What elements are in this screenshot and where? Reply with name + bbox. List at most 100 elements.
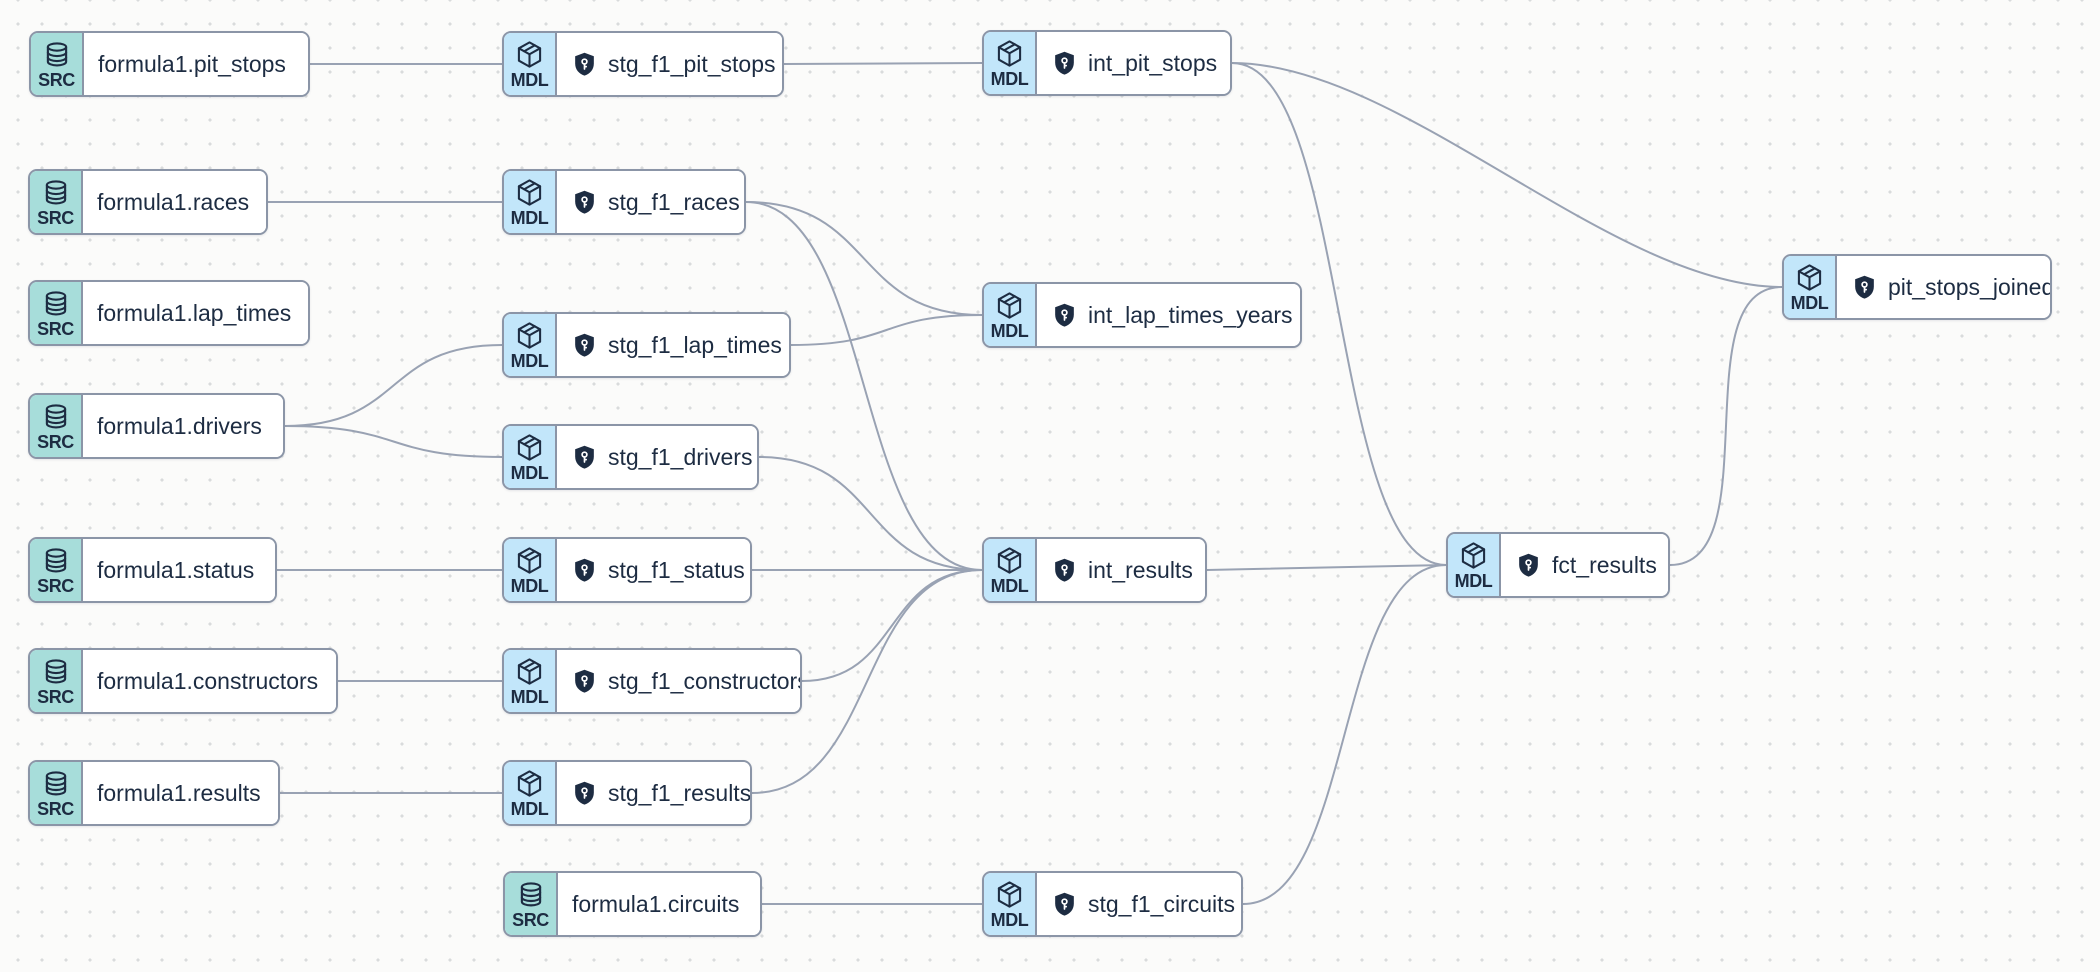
node-src_status[interactable]: SRC formula1.status xyxy=(28,537,277,603)
node-label: stg_f1_races xyxy=(608,188,740,215)
node-body: formula1.status xyxy=(83,539,275,601)
badge-label: MDL xyxy=(510,351,549,371)
badge-label: MDL xyxy=(990,910,1029,930)
node-label: formula1.status xyxy=(97,556,255,583)
badge-label: SRC xyxy=(37,575,74,596)
node-label: stg_f1_circuits xyxy=(1088,890,1236,917)
badge-label: SRC xyxy=(37,686,74,707)
mdl-badge: MDL xyxy=(1448,534,1501,596)
database-icon xyxy=(41,178,71,208)
shield-icon xyxy=(571,780,598,807)
mdl-badge: MDL xyxy=(984,284,1037,346)
edge-stg_f1_lap_times-to-int_lap_times_years xyxy=(790,314,983,346)
cube-icon xyxy=(994,879,1025,910)
node-int_pit_stops[interactable]: MDL int_pit_stops xyxy=(982,30,1232,96)
node-stg_f1_lap_times[interactable]: MDL stg_f1_lap_times xyxy=(502,312,791,378)
database-icon xyxy=(516,880,546,910)
badge-label: MDL xyxy=(510,576,549,596)
database-icon xyxy=(41,657,71,687)
cube-icon xyxy=(514,39,545,70)
shield-icon xyxy=(1051,50,1078,77)
badge-label: MDL xyxy=(1790,293,1829,313)
edge-fct_results-to-pit_stops_joined xyxy=(1669,286,1783,566)
node-src_pit_stops[interactable]: SRC formula1.pit_stops xyxy=(29,31,310,97)
badge-label: MDL xyxy=(990,321,1029,341)
badge-label: SRC xyxy=(38,69,75,90)
cube-icon xyxy=(1458,540,1489,571)
mdl-badge: MDL xyxy=(984,539,1037,601)
node-stg_f1_results[interactable]: MDL stg_f1_results xyxy=(502,760,752,826)
shield-icon xyxy=(1051,302,1078,329)
src-badge: SRC xyxy=(31,33,84,95)
shield-icon xyxy=(1051,891,1078,918)
node-body: int_pit_stops xyxy=(1037,32,1230,94)
database-icon xyxy=(41,769,71,799)
shield-icon xyxy=(1851,274,1878,301)
node-label: int_results xyxy=(1088,556,1193,583)
node-label: stg_f1_pit_stops xyxy=(608,50,776,77)
node-body: formula1.circuits xyxy=(558,873,760,935)
mdl-badge: MDL xyxy=(504,762,557,824)
node-stg_f1_drivers[interactable]: MDL stg_f1_drivers xyxy=(502,424,759,490)
mdl-badge: MDL xyxy=(1784,256,1837,318)
node-label: pit_stops_joined xyxy=(1888,273,2050,300)
node-fct_results[interactable]: MDL fct_results xyxy=(1446,532,1670,598)
node-int_results[interactable]: MDL int_results xyxy=(982,537,1207,603)
node-pit_stops_joined[interactable]: MDL pit_stops_joined xyxy=(1782,254,2052,320)
node-body: fct_results xyxy=(1501,534,1668,596)
node-body: pit_stops_joined xyxy=(1837,256,2050,318)
node-body: formula1.pit_stops xyxy=(84,33,308,95)
edge-stg_f1_pit_stops-to-int_pit_stops xyxy=(783,62,983,65)
node-label: formula1.circuits xyxy=(572,890,740,917)
edge-int_pit_stops-to-fct_results xyxy=(1231,62,1447,566)
mdl-badge: MDL xyxy=(504,426,557,488)
shield-icon xyxy=(571,668,598,695)
cube-icon xyxy=(514,656,545,687)
node-stg_f1_constructors[interactable]: MDL stg_f1_constructors xyxy=(502,648,802,714)
node-body: int_lap_times_years xyxy=(1037,284,1300,346)
node-stg_f1_races[interactable]: MDL stg_f1_races xyxy=(502,169,746,235)
edge-stg_f1_races-to-int_lap_times_years xyxy=(745,201,983,316)
cube-icon xyxy=(514,768,545,799)
node-stg_f1_status[interactable]: MDL stg_f1_status xyxy=(502,537,752,603)
cube-icon xyxy=(994,38,1025,69)
node-body: stg_f1_drivers xyxy=(557,426,757,488)
node-label: int_pit_stops xyxy=(1088,49,1218,76)
cube-icon xyxy=(994,290,1025,321)
node-body: formula1.results xyxy=(83,762,278,824)
node-body: stg_f1_results xyxy=(557,762,750,824)
node-src_constructors[interactable]: SRC formula1.constructors xyxy=(28,648,338,714)
src-badge: SRC xyxy=(30,539,83,601)
node-body: stg_f1_constructors xyxy=(557,650,800,712)
node-label: formula1.results xyxy=(97,779,261,806)
edge-stg_f1_drivers-to-int_results xyxy=(758,456,983,571)
node-body: formula1.lap_times xyxy=(83,282,308,344)
node-body: stg_f1_lap_times xyxy=(557,314,789,376)
node-stg_f1_pit_stops[interactable]: MDL stg_f1_pit_stops xyxy=(502,31,784,97)
node-body: formula1.drivers xyxy=(83,395,283,457)
mdl-badge: MDL xyxy=(504,539,557,601)
node-stg_f1_circuits[interactable]: MDL stg_f1_circuits xyxy=(982,871,1243,937)
edge-stg_f1_races-to-int_results xyxy=(745,201,983,571)
mdl-badge: MDL xyxy=(504,314,557,376)
edge-stg_f1_circuits-to-fct_results xyxy=(1242,564,1447,905)
src-badge: SRC xyxy=(30,650,83,712)
shield-icon xyxy=(571,51,598,78)
node-int_lap_times_years[interactable]: MDL int_lap_times_years xyxy=(982,282,1302,348)
database-icon xyxy=(42,40,72,70)
node-body: formula1.constructors xyxy=(83,650,336,712)
cube-icon xyxy=(514,432,545,463)
mdl-badge: MDL xyxy=(984,32,1037,94)
cube-icon xyxy=(994,545,1025,576)
node-body: stg_f1_status xyxy=(557,539,750,601)
shield-icon xyxy=(571,444,598,471)
node-label: stg_f1_drivers xyxy=(608,443,753,470)
badge-label: MDL xyxy=(1454,571,1493,591)
